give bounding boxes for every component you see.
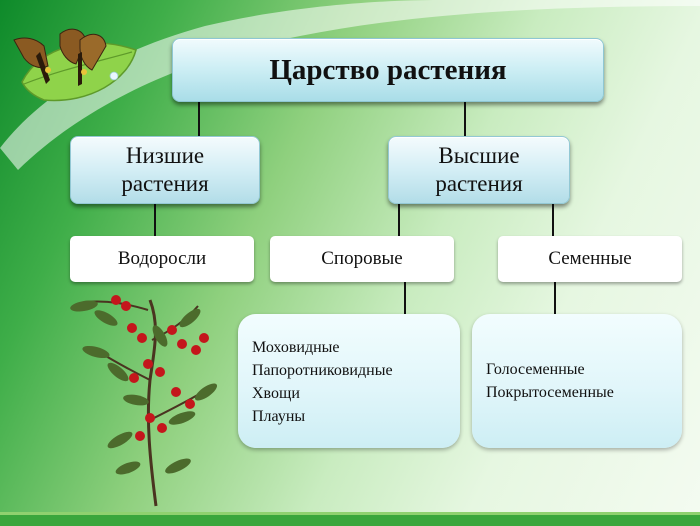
connector-higher-spore xyxy=(398,204,400,236)
algae-box: Водоросли xyxy=(70,236,254,282)
list-item: Хвощи xyxy=(252,385,300,402)
butterfly-on-leaf-icon xyxy=(13,28,137,102)
list-item: Моховидные xyxy=(252,339,340,356)
list-item: Папоротниковидные xyxy=(252,362,393,379)
list-item: Покрытосеменные xyxy=(486,384,614,401)
kingdom-title-box: Царство растения xyxy=(172,38,604,102)
list-item: Плауны xyxy=(252,408,306,425)
seed-plants-box: Семенные xyxy=(498,236,682,282)
lower-plants-box: Низшие растения xyxy=(70,136,260,204)
connector-spore-list xyxy=(404,282,406,314)
connector-seed-list xyxy=(554,282,556,314)
kingdom-title: Царство растения xyxy=(269,53,507,86)
seed-plants-label: Семенные xyxy=(548,248,632,269)
spore-plants-box: Споровые xyxy=(270,236,454,282)
connector-title-higher xyxy=(464,102,466,136)
rowan-branch-icon xyxy=(70,295,218,507)
lower-plants-label: Низшие растения xyxy=(121,143,209,196)
connector-higher-seed xyxy=(552,204,554,236)
bottom-highlight xyxy=(0,512,700,515)
higher-plants-label: Высшие растения xyxy=(435,143,523,196)
spore-plants-list: Моховидные Папоротниковидные Хвощи Плаун… xyxy=(238,314,460,448)
list-item: Голосеменные xyxy=(486,361,585,378)
higher-plants-box: Высшие растения xyxy=(388,136,570,204)
spore-plants-label: Споровые xyxy=(321,248,403,269)
connector-title-lower xyxy=(198,102,200,136)
connector-lower-algae xyxy=(154,204,156,236)
algae-label: Водоросли xyxy=(117,248,207,269)
seed-plants-list: Голосеменные Покрытосеменные xyxy=(472,314,682,448)
bottom-strip xyxy=(0,512,700,526)
